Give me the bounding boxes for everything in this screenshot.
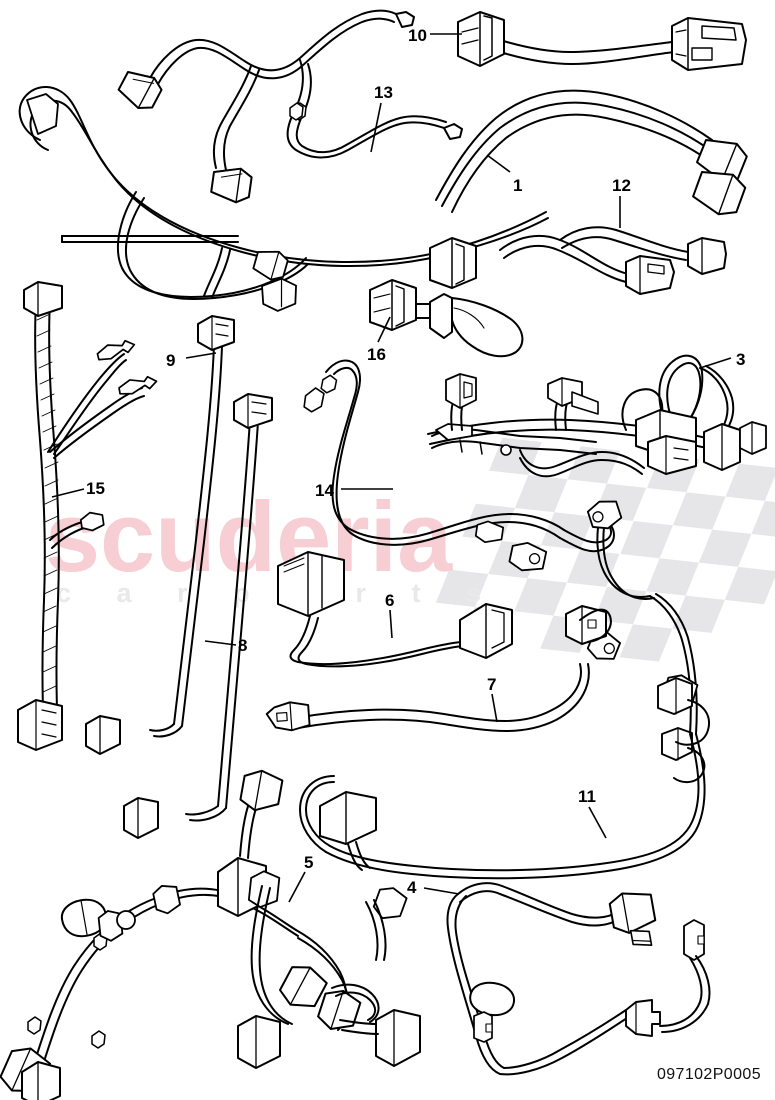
leader-15 <box>51 488 85 498</box>
callout-label-14: 14 <box>315 481 334 500</box>
leader-4 <box>423 887 460 895</box>
callout-label-10: 10 <box>408 26 427 45</box>
callout-label-16: 16 <box>367 345 386 364</box>
harness-11 <box>299 733 706 880</box>
callout-label-11: 11 <box>578 787 596 806</box>
leader-7 <box>491 693 498 723</box>
leader-13 <box>370 102 382 153</box>
misc-small-parts <box>21 1030 106 1100</box>
harness-13 <box>114 9 463 206</box>
leader-6 <box>389 609 393 639</box>
harness-9 <box>85 315 235 755</box>
callout-label-1: 1 <box>513 176 523 195</box>
leader-8 <box>204 640 237 646</box>
callout-label-5: 5 <box>304 853 314 872</box>
leader-1 <box>486 154 511 173</box>
callout-label-13: 13 <box>374 83 393 102</box>
callout-label-12: 12 <box>612 176 631 195</box>
callout-label-3: 3 <box>736 350 746 369</box>
callout-label-4: 4 <box>407 878 417 897</box>
leader-3 <box>699 357 732 369</box>
harness-4 <box>446 882 711 1076</box>
harness-5 <box>0 769 421 1093</box>
leader-11 <box>588 806 607 839</box>
harness-1 <box>435 89 748 216</box>
part-number-code: 097102P0005 <box>656 1066 761 1083</box>
harness-8 <box>123 393 273 839</box>
leader-5 <box>288 871 306 903</box>
callout-label-7: 7 <box>487 675 497 694</box>
leader-16 <box>377 316 391 343</box>
harness-12 <box>429 226 727 295</box>
harness-15 <box>17 281 158 751</box>
harness-16 <box>369 279 524 358</box>
callout-label-6: 6 <box>385 591 395 610</box>
harness-10 <box>457 11 747 71</box>
leader-9 <box>185 352 217 359</box>
callout-label-9: 9 <box>166 351 176 370</box>
callout-label-15: 15 <box>86 479 105 498</box>
callout-label-8: 8 <box>238 636 248 655</box>
